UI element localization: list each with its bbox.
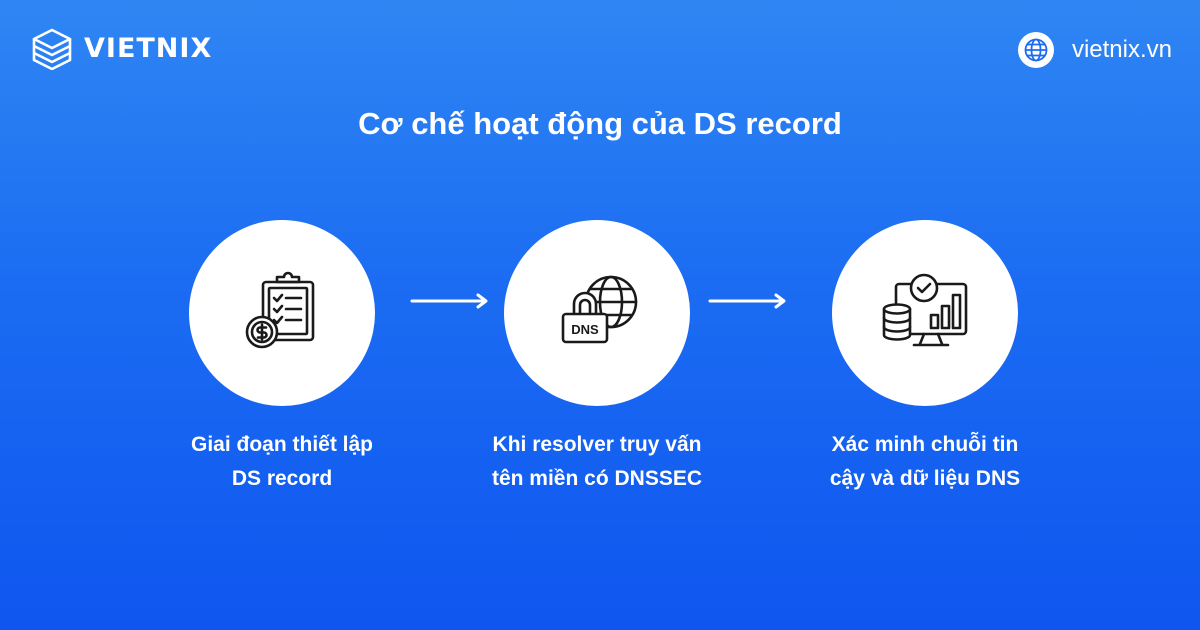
step-3-line-1: Xác minh chuỗi tin bbox=[831, 433, 1019, 456]
diagram-title: Cơ chế hoạt động của DS record bbox=[358, 106, 842, 141]
dns-icon-text: DNS bbox=[571, 322, 599, 337]
step-3-circle bbox=[832, 220, 1018, 406]
step-1-line-2: DS record bbox=[231, 467, 333, 490]
step-2-circle: DNS bbox=[504, 220, 690, 406]
arrow-right-icon bbox=[410, 293, 488, 309]
clipboard-dollar-icon bbox=[245, 271, 315, 349]
brand-logo[interactable]: VIETNIX bbox=[30, 26, 212, 70]
globe-icon bbox=[1017, 32, 1054, 68]
step-2-line-1: Khi resolver truy vấn bbox=[492, 433, 702, 456]
step-2-label: Khi resolver truy vấn tên miền có DNSSEC bbox=[447, 428, 747, 496]
site-url: vietnix.vn bbox=[1071, 36, 1172, 63]
step-2-line-2: tên miền có DNSSEC bbox=[491, 467, 703, 490]
step-1-label: Giai đoạn thiết lập DS record bbox=[132, 428, 432, 496]
step-1-line-1: Giai đoạn thiết lập bbox=[190, 433, 374, 456]
step-3-line-2: cậy và dữ liệu DNS bbox=[829, 467, 1021, 490]
dns-lock-globe-icon: DNS bbox=[561, 275, 638, 344]
monitor-database-check-icon bbox=[882, 273, 968, 347]
brand-name: VIETNIX bbox=[84, 32, 213, 64]
step-3-label: Xác minh chuỗi tin cậy và dữ liệu DNS bbox=[775, 428, 1075, 496]
arrow-right-icon bbox=[708, 293, 786, 309]
site-link[interactable]: vietnix.vn bbox=[1017, 32, 1172, 68]
server-stack-logo-icon bbox=[32, 28, 72, 70]
step-1-circle bbox=[189, 220, 375, 406]
